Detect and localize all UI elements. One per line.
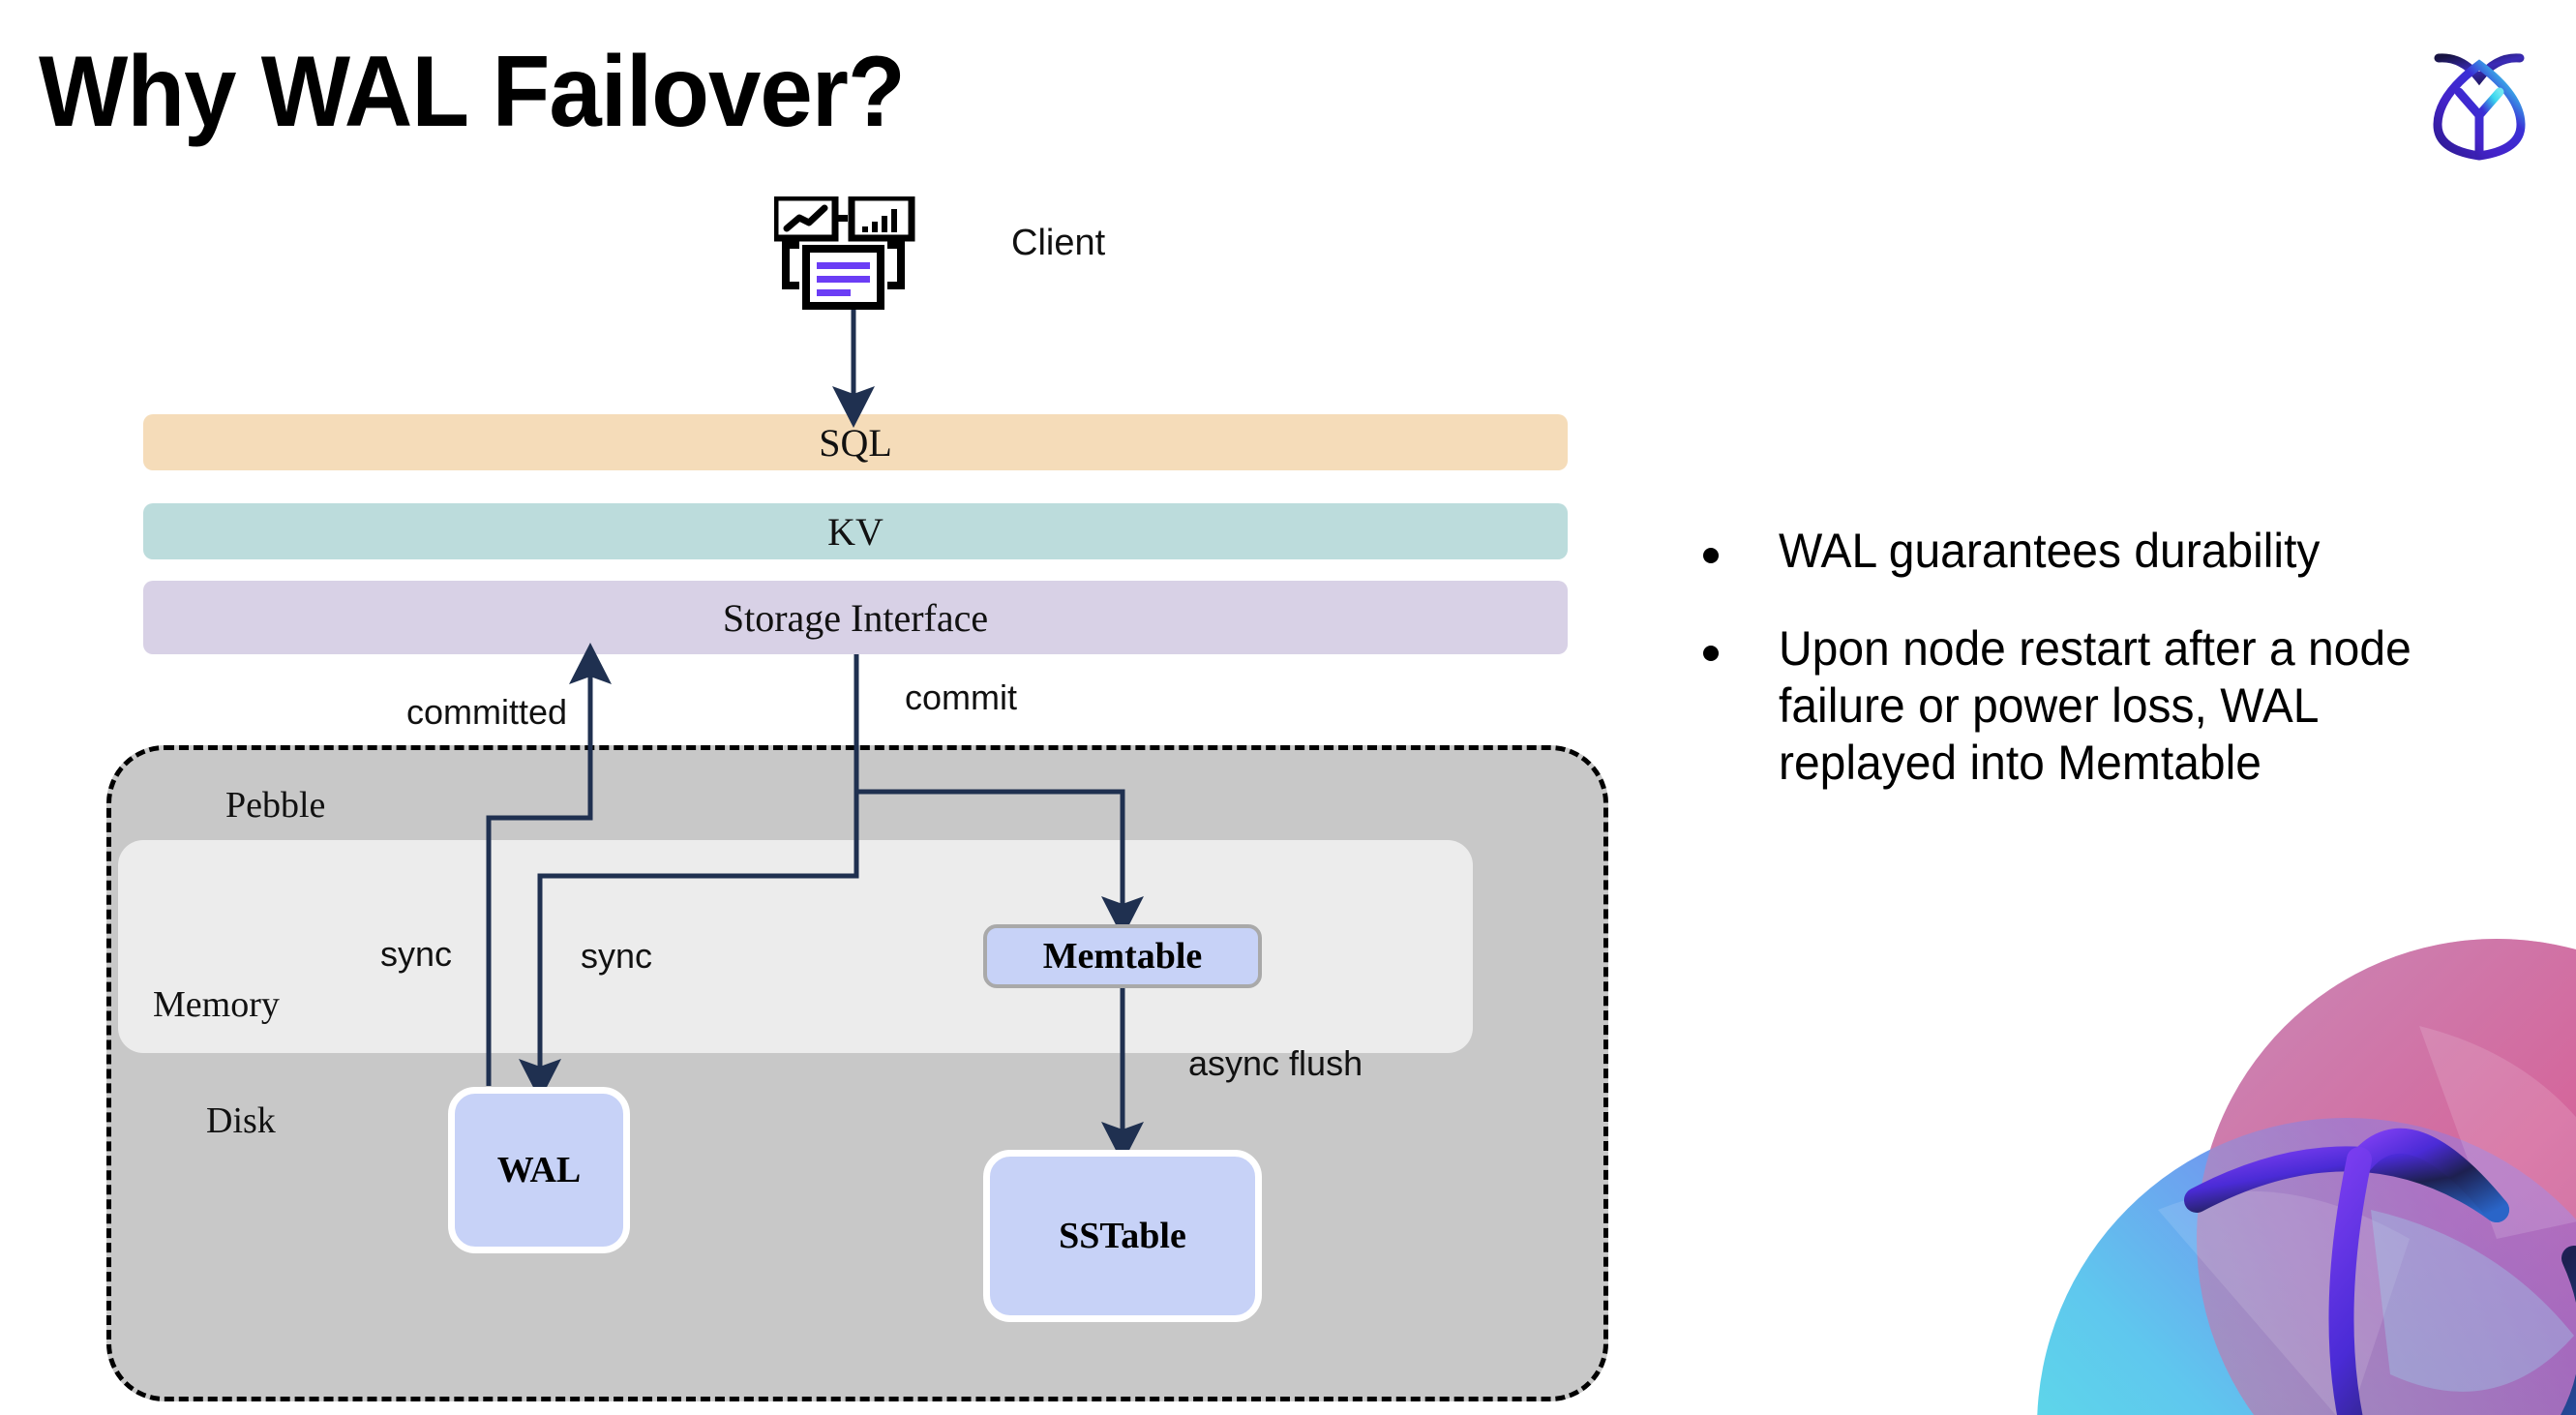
client-dashboard-icon — [771, 194, 929, 311]
bullet-text: WAL guarantees durability — [1779, 524, 2321, 578]
disk-label: Disk — [206, 1100, 276, 1141]
client-label: Client — [1011, 223, 1106, 263]
edge-label-async-flush: async flush — [1188, 1043, 1363, 1083]
connector-lines — [486, 310, 1145, 1164]
page-title: Why WAL Failover? — [39, 36, 906, 148]
architecture-diagram: Client SQL KV Storage Interface Pebble M… — [106, 194, 1608, 1401]
list-item: Upon node restart after a node failure o… — [1703, 620, 2516, 792]
edge-label-committed: committed — [406, 692, 568, 732]
layer-bar-kv: KV — [143, 503, 1568, 559]
layer-bar-storage-interface: Storage Interface — [143, 581, 1568, 654]
list-item: WAL guarantees durability — [1703, 523, 2516, 580]
cockroach-leaf-logo — [2407, 26, 2552, 171]
bullet-text: Upon node restart after a node failure o… — [1779, 621, 2411, 790]
node-sstable: SSTable — [983, 1150, 1262, 1322]
bullet-dot-icon — [1703, 548, 1719, 563]
bullet-dot-icon — [1703, 646, 1719, 661]
decorative-gradient-leaf-watermark — [1955, 919, 2576, 1415]
bullet-list: WAL guarantees durability Upon node rest… — [1703, 523, 2516, 832]
pebble-label: Pebble — [225, 785, 326, 826]
node-memtable: Memtable — [983, 924, 1262, 988]
edge-label-sync-left: sync — [380, 934, 453, 974]
edge-label-commit: commit — [905, 677, 1017, 717]
node-wal: WAL — [448, 1087, 630, 1253]
memory-label: Memory — [153, 984, 280, 1025]
edge-label-sync-right: sync — [581, 936, 653, 976]
